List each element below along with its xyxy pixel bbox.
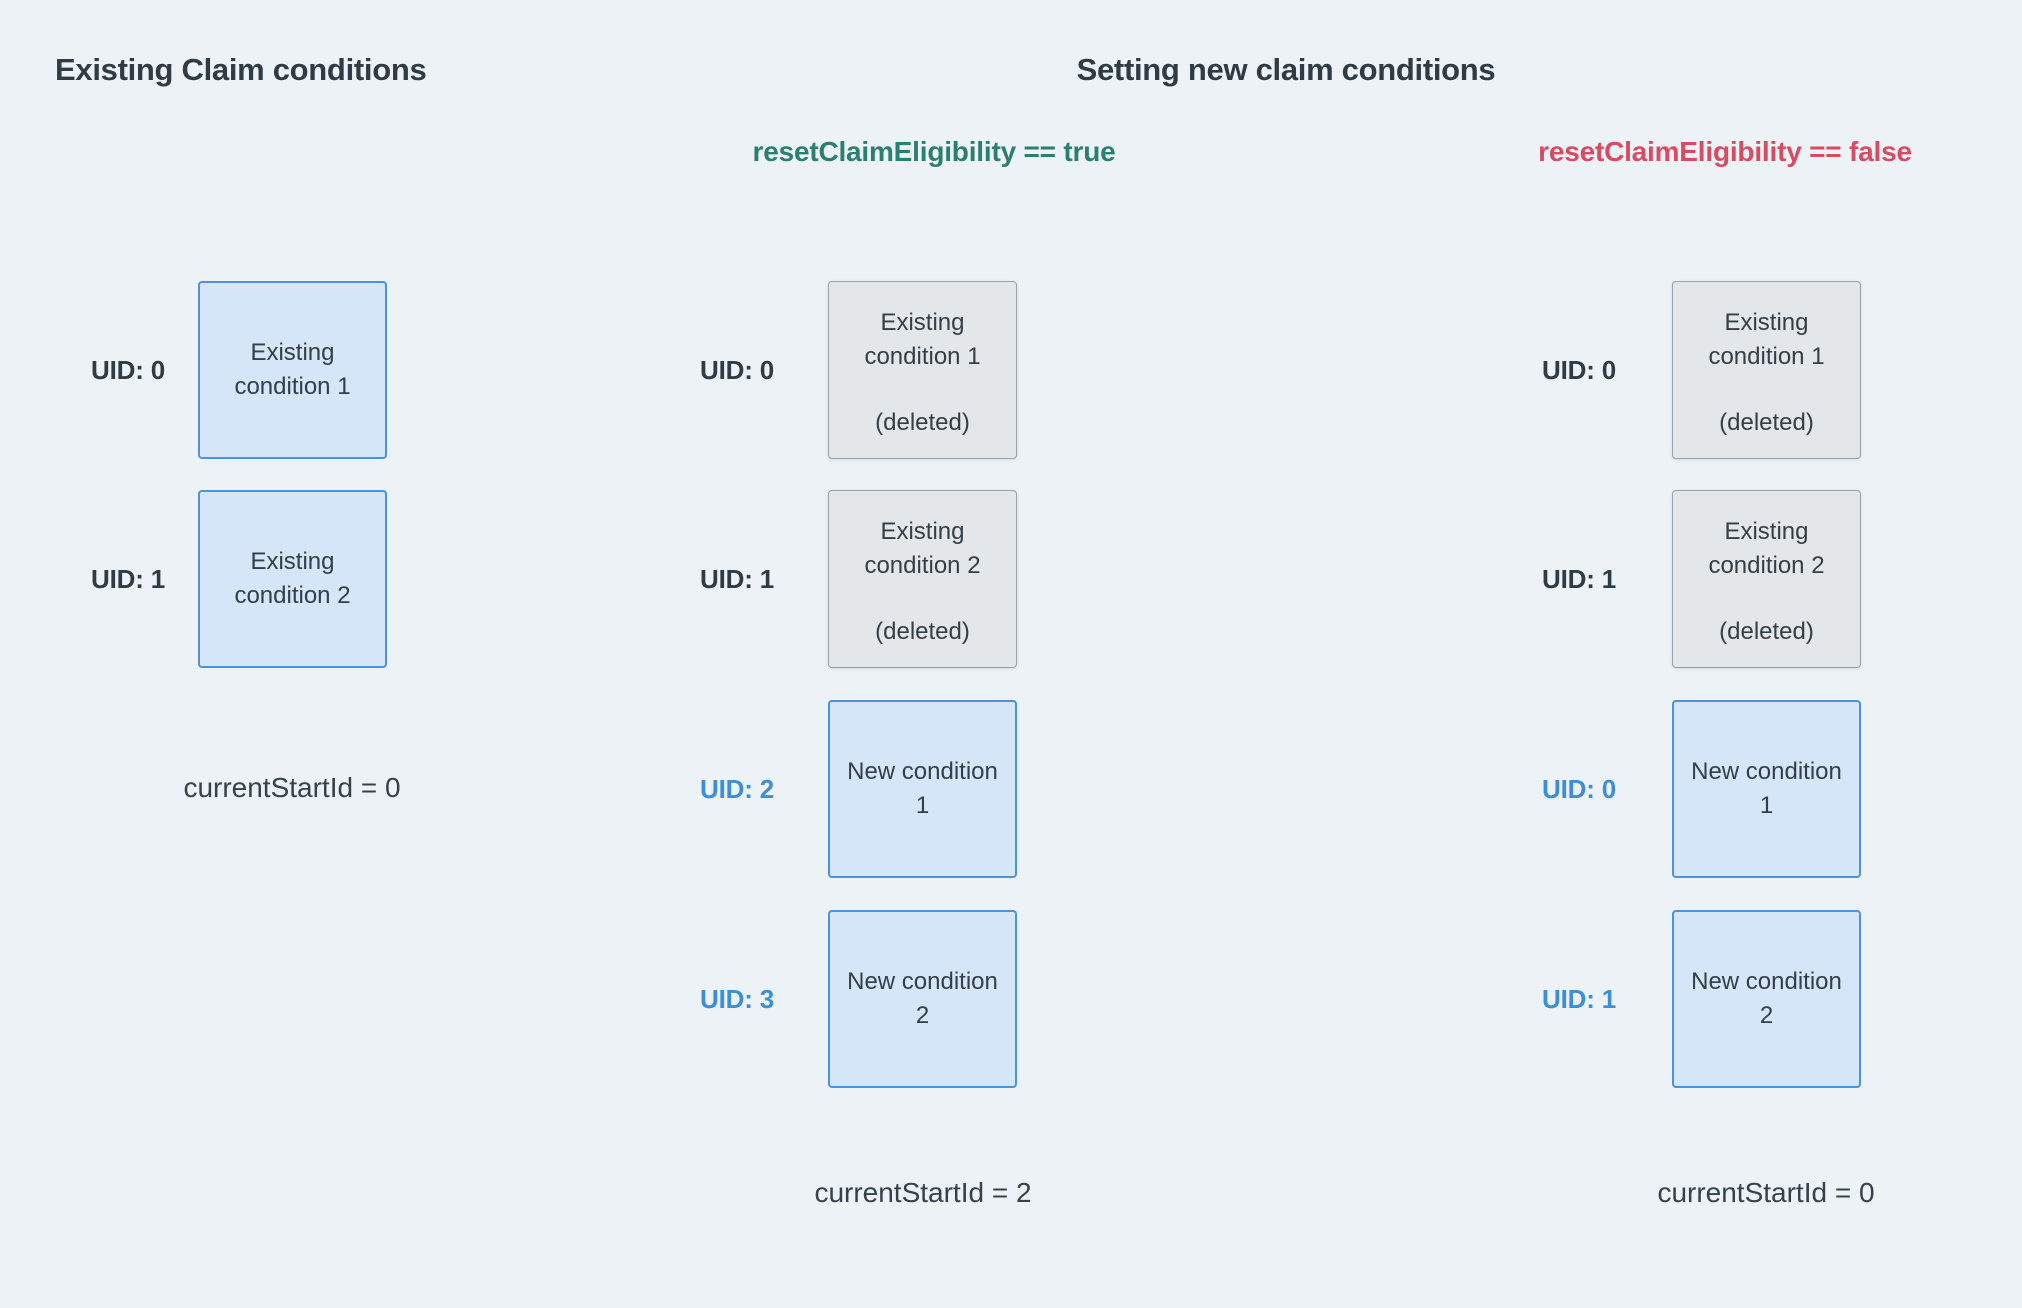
card-true-deleted-1: Existing condition 1 (deleted) (828, 281, 1017, 459)
card-title: Existing condition 2 (234, 548, 351, 609)
card-title: Existing condition 2 (864, 518, 981, 579)
card-existing-condition-1: Existing condition 1 (198, 281, 387, 459)
card-false-new-2: New condition 2 (1672, 910, 1861, 1088)
left-section-title: Existing Claim conditions (55, 52, 427, 87)
card-existing-condition-2: Existing condition 2 (198, 490, 387, 668)
current-start-id-false: currentStartId = 0 (1657, 1177, 1875, 1208)
uid-label-existing-1: UID: 1 (91, 564, 165, 594)
scenario-true-label: resetClaimEligibility == true (752, 136, 1116, 167)
card-title: Existing condition 2 (1708, 518, 1825, 579)
uid-label-true-3: UID: 3 (700, 984, 774, 1014)
scenario-false-label: resetClaimEligibility == false (1538, 136, 1912, 167)
card-deleted-note: (deleted) (875, 409, 970, 436)
card-title: New condition 2 (847, 968, 998, 1029)
card-title: Existing condition 1 (864, 309, 981, 370)
card-false-deleted-1: Existing condition 1 (deleted) (1672, 281, 1861, 459)
uid-label-true-2: UID: 2 (700, 774, 774, 804)
card-title: Existing condition 1 (234, 339, 351, 400)
uid-label-false-new-1: UID: 1 (1542, 984, 1616, 1014)
card-true-new-1: New condition 1 (828, 700, 1017, 878)
card-title: New condition 1 (847, 758, 998, 819)
card-deleted-note: (deleted) (1719, 618, 1814, 645)
card-title: New condition 2 (1691, 968, 1842, 1029)
uid-label-false-0: UID: 0 (1542, 355, 1616, 385)
card-false-deleted-2: Existing condition 2 (deleted) (1672, 490, 1861, 668)
card-title: New condition 1 (1691, 758, 1842, 819)
current-start-id-existing: currentStartId = 0 (183, 772, 401, 803)
uid-label-true-0: UID: 0 (700, 355, 774, 385)
right-section-title: Setting new claim conditions (1076, 52, 1496, 87)
uid-label-true-1: UID: 1 (700, 564, 774, 594)
card-title: Existing condition 1 (1708, 309, 1825, 370)
card-true-deleted-2: Existing condition 2 (deleted) (828, 490, 1017, 668)
uid-label-false-new-0: UID: 0 (1542, 774, 1616, 804)
current-start-id-true: currentStartId = 2 (814, 1177, 1032, 1208)
card-false-new-1: New condition 1 (1672, 700, 1861, 878)
uid-label-false-1: UID: 1 (1542, 564, 1616, 594)
uid-label-existing-0: UID: 0 (91, 355, 165, 385)
card-deleted-note: (deleted) (1719, 409, 1814, 436)
card-true-new-2: New condition 2 (828, 910, 1017, 1088)
card-deleted-note: (deleted) (875, 618, 970, 645)
